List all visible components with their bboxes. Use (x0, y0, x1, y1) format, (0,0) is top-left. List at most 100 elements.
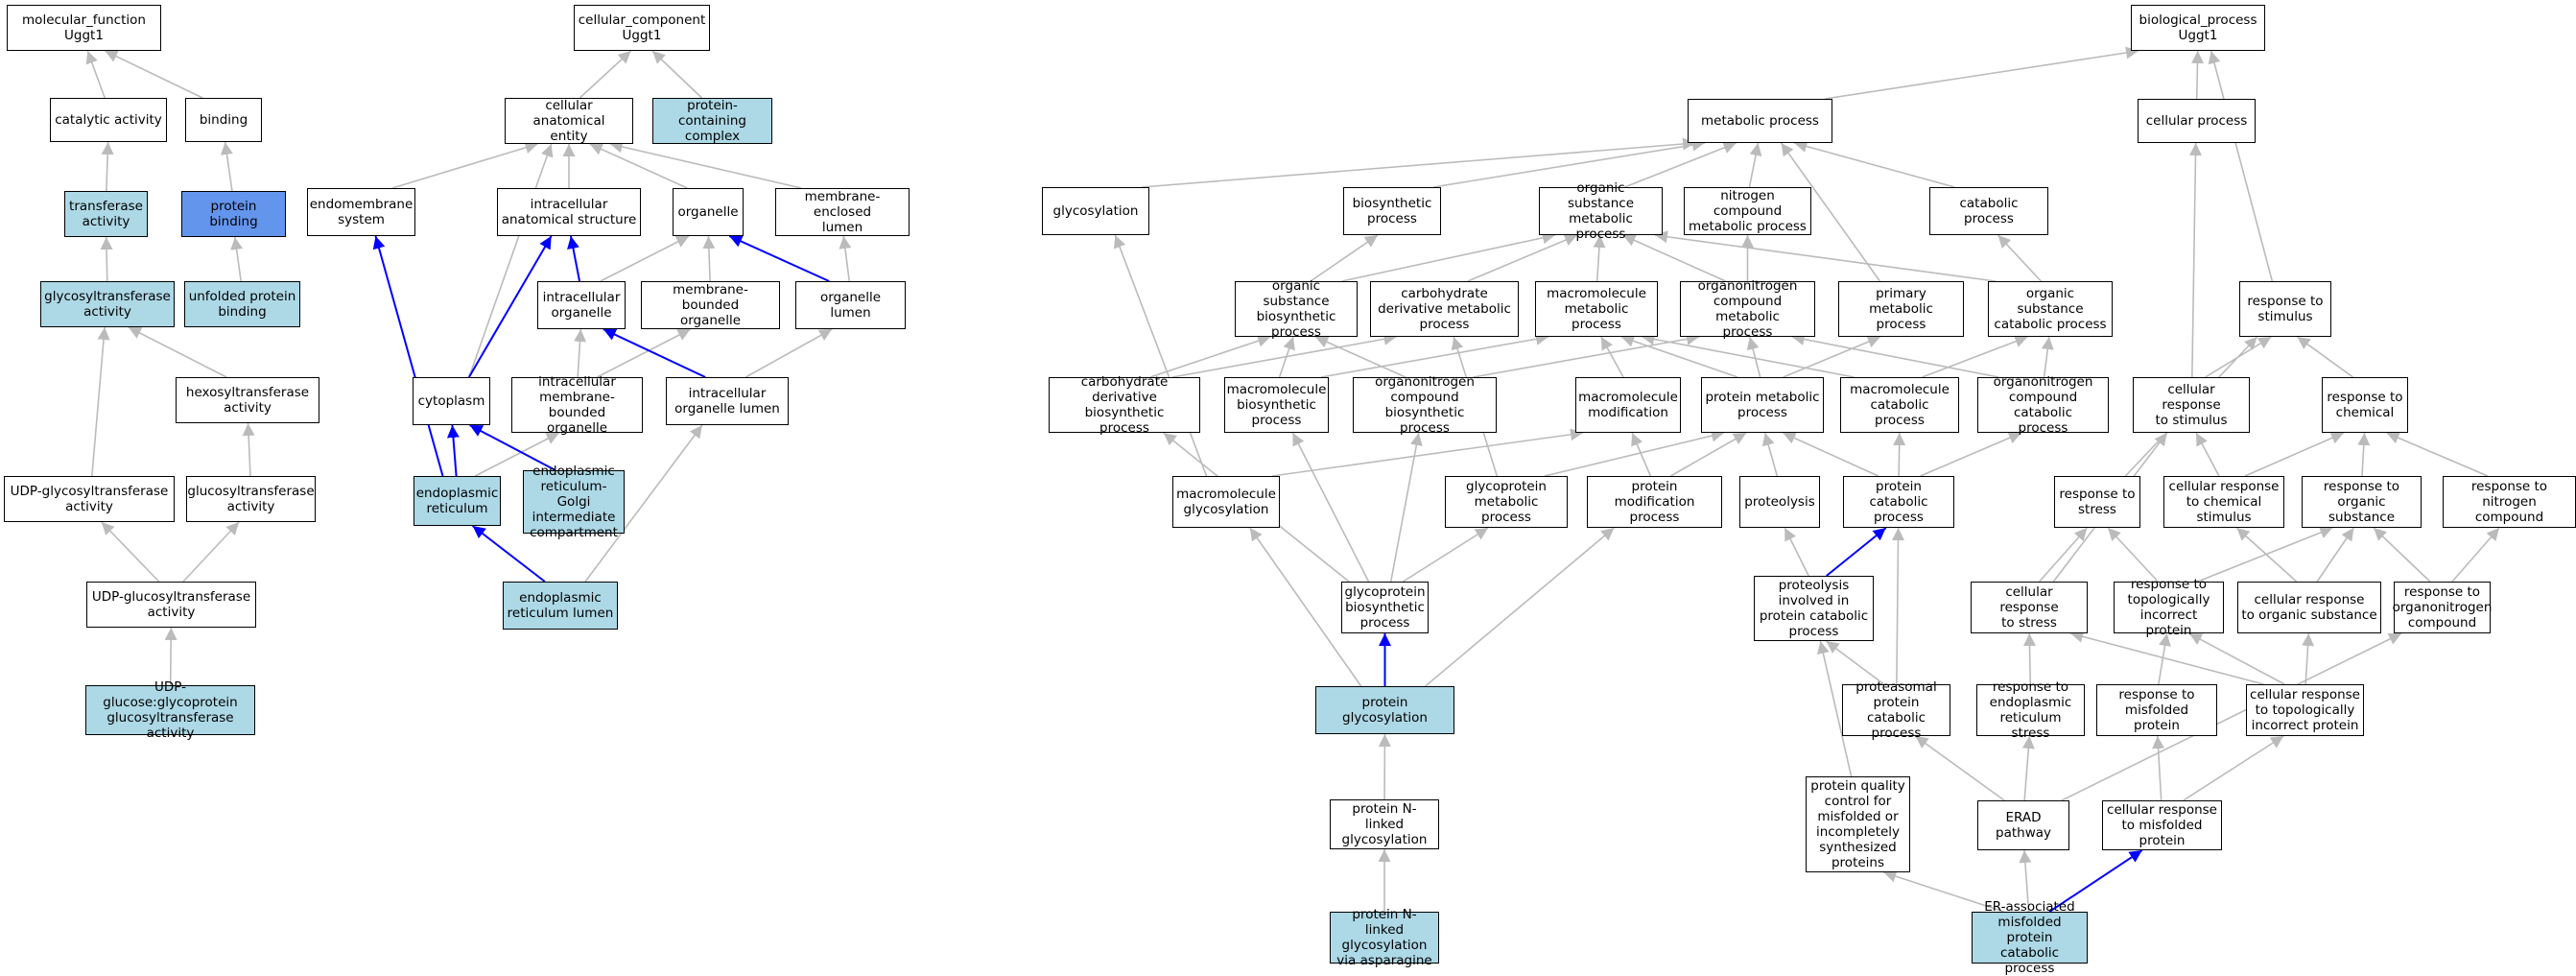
term-node-nitrogen-met[interactable]: nitrogen compound metabolic process (1684, 187, 1811, 235)
term-node-n-glyc[interactable]: protein N-linked glycosylation (1330, 799, 1439, 849)
edge-resp-org-sub-to-resp-chem (2362, 433, 2364, 476)
term-node-pqc[interactable]: protein quality control for misfolded or… (1806, 776, 1910, 872)
term-node-er-misfolded-cat[interactable]: ER-associated misfolded protein cataboli… (1972, 912, 2088, 964)
term-node-cell-resp-stress[interactable]: cellular response to stress (1971, 582, 2088, 633)
term-node-carb-deriv-bio[interactable]: carbohydrate derivative biosynthetic pro… (1049, 377, 1200, 433)
term-node-endomembrane[interactable]: endomembrane system (307, 188, 415, 236)
term-node-orgN-met[interactable]: organonitrogen compound metabolic proces… (1680, 281, 1815, 337)
term-node-org-sub-bio[interactable]: organic substance biosynthetic process (1235, 281, 1358, 337)
term-node-mem-enc-lumen[interactable]: membrane-enclosed lumen (775, 188, 910, 236)
term-node-udp-glycosyl[interactable]: UDP-glycosyltransferase activity (4, 476, 175, 522)
term-node-resp-nitro[interactable]: response to nitrogen compound (2443, 476, 2576, 528)
term-node-udp-glucose-gp[interactable]: UDP-glucose:glycoprotein glucosyltransfe… (85, 685, 255, 735)
term-node-resp-misfolded[interactable]: response to misfolded protein (2096, 684, 2217, 736)
edge-ic-org-lumen-to-org-lumen (745, 329, 832, 377)
edge-cytoplasm-to-anat-entity (469, 144, 552, 377)
term-node-anat-entity[interactable]: cellular anatomical entity (505, 98, 633, 144)
edge-udp-glucose-gp-to-udp-glucosyl (171, 628, 172, 685)
edge-org-sub-cat-to-org-sub-met (1655, 235, 1996, 281)
term-node-prot-cat[interactable]: protein catabolic process (1843, 476, 1954, 528)
term-node-glycoprot-bio[interactable]: glycoprotein biosynthetic process (1341, 582, 1429, 633)
term-node-resp-org-sub[interactable]: response to organic substance (2302, 476, 2422, 528)
term-node-organelle[interactable]: organelle (673, 188, 744, 236)
term-node-cytoplasm[interactable]: cytoplasm (413, 377, 490, 425)
term-node-org-sub-cat[interactable]: organic substance catabolic process (1988, 281, 2113, 337)
term-node-bp-root[interactable]: biological_process Uggt1 (2131, 5, 2265, 51)
term-node-cc-root[interactable]: cellular_component Uggt1 (574, 5, 710, 51)
term-node-er[interactable]: endoplasmic reticulum (414, 476, 501, 526)
term-node-binding[interactable]: binding (185, 98, 262, 142)
term-node-proteolysis[interactable]: proteolysis (1739, 476, 1820, 528)
edge-metabolic-to-bp-root (1825, 51, 2139, 99)
term-node-transferase[interactable]: transferase activity (64, 191, 148, 237)
term-node-ic-struct[interactable]: intracellular anatomical structure (497, 188, 641, 236)
term-node-hexosyltransferase[interactable]: hexosyltransferase activity (176, 377, 319, 423)
edge-erad-to-resp-er-stress (2024, 736, 2029, 800)
term-node-org-lumen[interactable]: organelle lumen (795, 281, 906, 329)
term-node-glycoprot-met[interactable]: glycoprotein metabolic process (1445, 476, 1568, 528)
term-node-glycosyltransferase[interactable]: glycosyltransferase activity (40, 281, 175, 327)
term-node-n-glyc-asn[interactable]: protein N-linked glycosylation via aspar… (1330, 912, 1439, 964)
term-node-udp-glucosyl[interactable]: UDP-glucosyltransferase activity (86, 582, 256, 628)
term-node-catalytic[interactable]: catalytic activity (50, 98, 167, 142)
edge-carb-deriv-bio-to-carb-deriv-met (1172, 337, 1396, 377)
term-node-primary-met[interactable]: primary metabolic process (1838, 281, 1964, 337)
edge-prot-cat-to-macro-cat (1899, 433, 1900, 476)
term-node-ic-mem-bound-org[interactable]: intracellular membrane-bounded organelle (511, 377, 643, 433)
edge-resp-topo-to-resp-org-sub (2198, 528, 2333, 582)
term-node-cell-resp-chem[interactable]: cellular response to chemical stimulus (2163, 476, 2284, 528)
term-node-prot-met[interactable]: protein metabolic process (1701, 377, 1824, 433)
term-node-biosynthetic[interactable]: biosynthetic process (1343, 187, 1441, 235)
edge-glycosyltransferase-to-transferase (106, 237, 107, 281)
term-node-resp-er-stress[interactable]: response to endoplasmic reticulum stress (1976, 684, 2085, 736)
term-node-glucosyltransferase[interactable]: glucosyltransferase activity (186, 476, 316, 522)
term-node-proteolysis-cat[interactable]: proteolysis involved in protein cataboli… (1754, 576, 1874, 641)
edge-resp-chem-to-resp-stimulus (2297, 337, 2352, 377)
term-node-resp-topo[interactable]: response to topologically incorrect prot… (2114, 582, 2224, 633)
term-node-proteasomal[interactable]: proteasomal protein catabolic process (1842, 684, 1950, 736)
term-node-cell-resp-org[interactable]: cellular response to organic substance (2237, 582, 2381, 633)
term-node-ergic[interactable]: endoplasmic reticulum-Golgi intermediate… (523, 470, 625, 534)
term-node-ic-org-lumen[interactable]: intracellular organelle lumen (666, 377, 789, 425)
term-node-resp-stress[interactable]: response to stress (2054, 476, 2140, 528)
term-node-orgN-cat[interactable]: organonitrogen compound catabolic proces… (1977, 377, 2109, 433)
term-node-cell-resp-stim[interactable]: cellular response to stimulus (2133, 377, 2250, 433)
edge-prot-met-to-primary-met (1784, 337, 1880, 377)
edge-cell-resp-stress-to-resp-stress (2040, 528, 2088, 582)
term-node-macro-glyc[interactable]: macromolecule glycosylation (1172, 476, 1280, 528)
term-node-cell-resp-topo[interactable]: cellular response to topologically incor… (2246, 684, 2364, 736)
term-node-macro-mod[interactable]: macromolecule modification (1575, 377, 1681, 433)
edge-prot-glyc-to-prot-mod (1426, 528, 1615, 686)
term-node-resp-chem[interactable]: response to chemical (2322, 377, 2408, 433)
term-node-carb-deriv-met[interactable]: carbohydrate derivative metabolic proces… (1370, 281, 1519, 337)
edge-cell-resp-stim-to-cellular-proc (2192, 143, 2196, 377)
term-node-mf-root[interactable]: molecular_function Uggt1 (7, 5, 161, 51)
term-node-unfolded-binding[interactable]: unfolded protein binding (184, 281, 300, 327)
edge-cell-resp-chem-to-cell-resp-stim (2196, 433, 2219, 476)
edge-erad-to-proteasomal (1915, 736, 2004, 800)
edge-orgN-cat-to-org-sub-cat (2044, 337, 2049, 377)
edge-catalytic-to-mf-root (87, 51, 105, 98)
edge-org-sub-cat-to-catabolic (1998, 235, 2042, 281)
term-node-orgN-bio[interactable]: organonitrogen compound biosynthetic pro… (1353, 377, 1497, 433)
term-node-cell-resp-misfolded[interactable]: cellular response to misfolded protein (2102, 800, 2222, 850)
term-node-erad[interactable]: ERAD pathway (1977, 800, 2069, 850)
term-node-cellular-proc[interactable]: cellular process (2138, 99, 2256, 143)
term-node-mem-bound-org[interactable]: membrane-bounded organelle (641, 281, 780, 329)
term-node-macro-bio[interactable]: macromolecule biosynthetic process (1224, 377, 1329, 433)
term-node-macro-cat[interactable]: macromolecule catabolic process (1840, 377, 1959, 433)
term-node-resp-stimulus[interactable]: response to stimulus (2239, 281, 2331, 337)
term-node-prot-glyc[interactable]: protein glycosylation (1315, 686, 1454, 734)
term-node-glycosylation[interactable]: glycosylation (1042, 187, 1149, 235)
term-node-protein-binding[interactable]: protein binding (181, 191, 286, 237)
term-node-prot-complex[interactable]: protein-containing complex (652, 98, 772, 144)
term-node-prot-mod[interactable]: protein modification process (1587, 476, 1722, 528)
term-node-catabolic[interactable]: catabolic process (1929, 187, 2048, 235)
term-node-org-sub-met[interactable]: organic substance metabolic process (1539, 187, 1663, 235)
term-node-ic-organelle[interactable]: intracellular organelle (537, 281, 626, 329)
term-node-resp-orgN[interactable]: response to organonitrogen compound (2394, 582, 2491, 633)
term-node-metabolic[interactable]: metabolic process (1688, 99, 1832, 143)
term-node-er-lumen[interactable]: endoplasmic reticulum lumen (503, 582, 618, 630)
term-node-macro-met[interactable]: macromolecule metabolic process (1535, 281, 1658, 337)
